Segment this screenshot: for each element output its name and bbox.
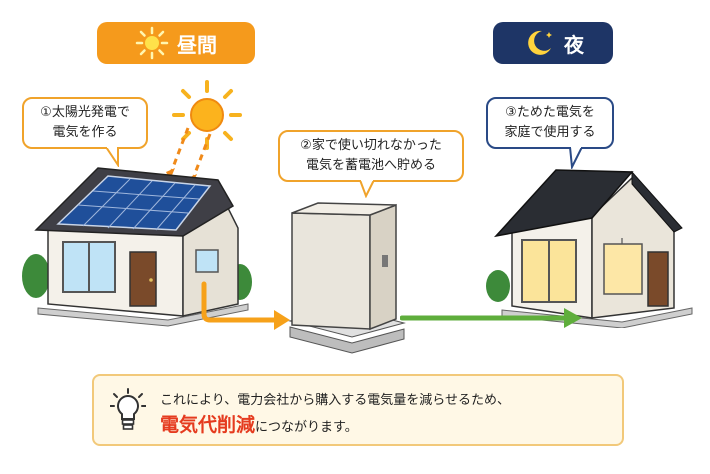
night-label: 夜 xyxy=(564,32,584,57)
note-line2: 電気代削減につながります。 xyxy=(160,410,358,437)
night-pill: 夜 xyxy=(493,22,613,64)
note-line1: これにより、電力会社から購入する電気量を減らせるため、 xyxy=(160,393,510,408)
night-house xyxy=(486,169,693,328)
note-suffix: につながります。 xyxy=(255,420,358,435)
step3-bubble-tail xyxy=(568,147,584,169)
step1-bubble: ①太陽光発電で 電気を作る xyxy=(22,97,148,149)
step2-line1: ②家で使い切れなかった xyxy=(300,138,442,153)
step3-bubble: ③ためた電気を 家庭で使用する xyxy=(486,97,614,149)
day-label: 昼間 xyxy=(177,32,217,57)
moon-icon xyxy=(528,30,552,55)
big-sun-icon xyxy=(172,80,242,150)
storage-battery xyxy=(288,202,406,354)
summary-note: これにより、電力会社から購入する電気量を減らせるため、 電気代削減につながります… xyxy=(92,374,624,446)
day-pill: 昼間 xyxy=(97,22,255,64)
step3-line2: 家庭で使用する xyxy=(504,125,596,140)
charge-arrow xyxy=(201,281,290,330)
step2-bubble: ②家で使い切れなかった 電気を蓄電池へ貯める xyxy=(278,130,464,182)
discharge-arrow xyxy=(400,308,582,328)
step2-bubble-tail xyxy=(358,180,376,198)
day-house xyxy=(22,167,252,327)
step3-line1: ③ためた電気を xyxy=(505,105,595,120)
step2-line2: 電気を蓄電池へ貯める xyxy=(305,158,436,173)
sun-icon xyxy=(135,26,169,60)
step1-line1: ①太陽光発電で xyxy=(40,105,130,120)
lightbulb-icon xyxy=(110,388,146,430)
step1-line2: 電気を作る xyxy=(52,125,118,140)
note-highlight: 電気代削減 xyxy=(160,414,256,436)
step1-bubble-tail xyxy=(104,147,119,167)
